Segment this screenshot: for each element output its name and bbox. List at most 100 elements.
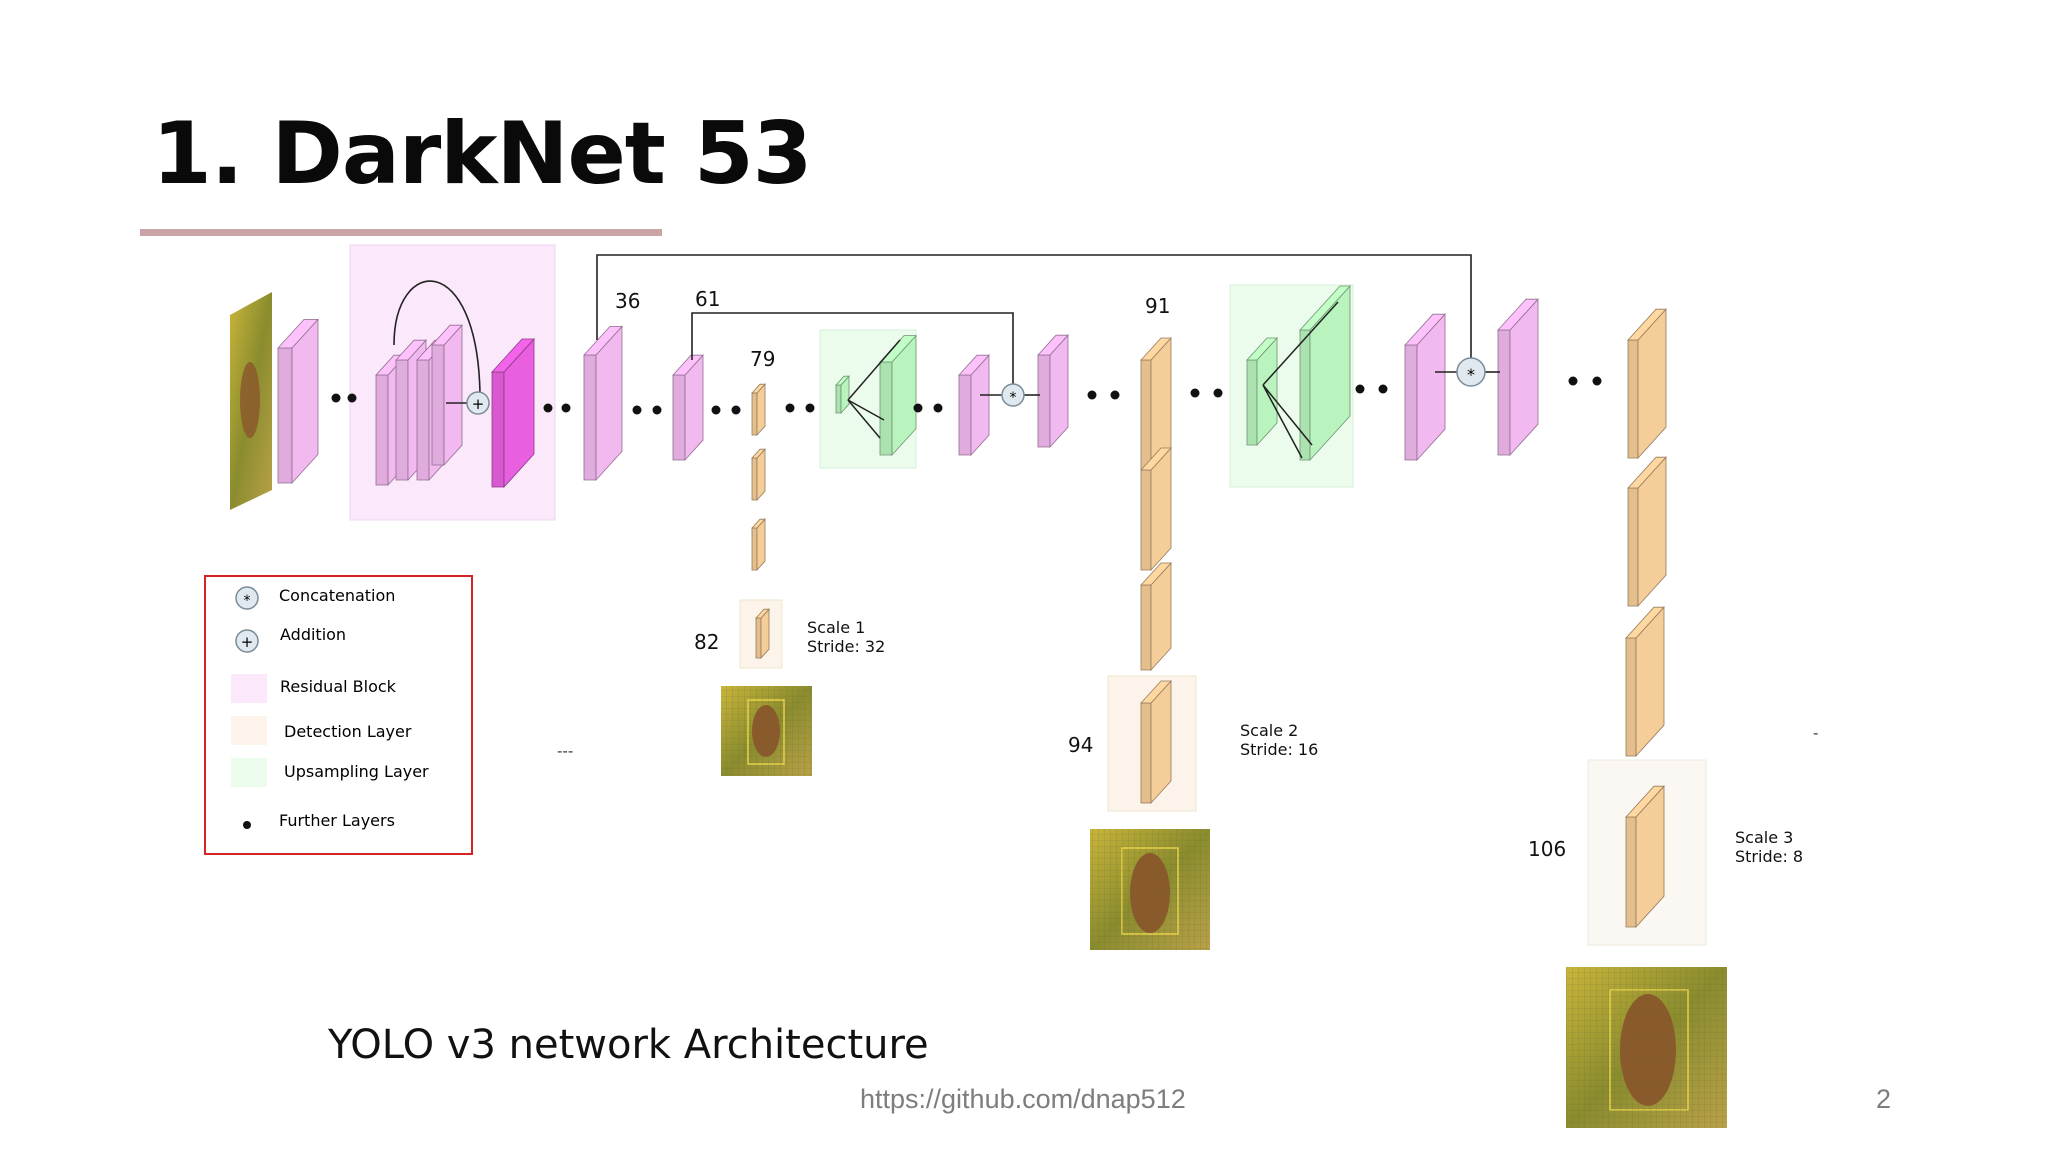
further-layers-dot-6-1 [913, 403, 923, 413]
legend-border [204, 575, 473, 855]
further-layers-dot-2-2 [561, 403, 571, 413]
output-image-scale-3 [1566, 967, 1727, 1128]
legend-dot-label: Further Layers [279, 811, 395, 830]
legend: * Concatenation + Addition Residual Bloc… [204, 575, 473, 855]
concat-node-1-symbol: * [1010, 390, 1017, 406]
detection-layer-79b [751, 448, 766, 502]
addition-node [466, 391, 490, 415]
upsample-fan-1a [847, 339, 901, 401]
upsample-layer-2b [1299, 284, 1351, 462]
detection-layer-106a [1627, 308, 1667, 460]
further-layers-dot-9-2 [1378, 384, 1388, 394]
further-layers-dot-2-1 [543, 403, 553, 413]
scale-1-label: Scale 1 [807, 618, 865, 637]
residual-block-output [491, 337, 535, 489]
title-underline [140, 229, 662, 236]
residual-arc [393, 280, 481, 396]
detection-layer-94 [1140, 679, 1172, 805]
upsample-fan-2c [1262, 384, 1313, 446]
layer-number-61: 61 [695, 287, 720, 311]
legend-dot-icon [243, 821, 251, 829]
output-image-scale-1 [721, 686, 812, 776]
upsample-fan-1b [847, 399, 881, 439]
legend-detection-swatch [231, 716, 267, 745]
layer-number-91: 91 [1145, 294, 1170, 318]
output-image-scale-2 [1090, 829, 1210, 950]
detection-layer-91a [1140, 336, 1172, 472]
upsample-fan-2b [1262, 384, 1303, 459]
scale-2-stride: Stride: 16 [1240, 740, 1318, 759]
further-layers-dot-10-2 [1592, 376, 1602, 386]
legend-residual-swatch [231, 674, 267, 703]
concat-node-2 [1456, 357, 1486, 387]
detection-layer-79a [751, 383, 766, 437]
further-layers-dot-5-1 [785, 403, 795, 413]
slide-title: 1. DarkNet 53 [152, 104, 813, 204]
further-layers-dot-3-1 [632, 405, 642, 415]
further-layers-dot-9-1 [1355, 384, 1365, 394]
legend-addition-icon [235, 629, 259, 653]
legend-detection-label: Detection Layer [284, 722, 412, 741]
detection-layer-106c [1625, 606, 1665, 758]
further-layers-dot-1-2 [347, 393, 357, 403]
upsample-layer-1a [835, 375, 850, 415]
residual-block-layer-d [431, 324, 463, 467]
further-layers-dot-7-1 [1087, 390, 1097, 400]
residual-layer-61 [672, 354, 704, 462]
scale-3-label: Scale 3 [1735, 828, 1793, 847]
further-layers-dot-4-1 [711, 405, 721, 415]
further-layers-dot-7-2 [1110, 390, 1120, 400]
concat-node-1 [1001, 383, 1025, 407]
skip-connection-61 [691, 312, 1014, 385]
legend-upsampling-swatch [231, 758, 267, 787]
residual-layer-concat-1 [1037, 334, 1069, 449]
residual-layer-1 [277, 318, 319, 485]
residual-layer-36 [583, 325, 623, 482]
further-layers-dot-10-1 [1568, 376, 1578, 386]
legend-residual-label: Residual Block [280, 677, 397, 696]
legend-concat-icon [235, 586, 259, 610]
further-layers-dot-8-2 [1213, 388, 1223, 398]
detection-layer-106b [1627, 456, 1667, 608]
layer-number-79: 79 [750, 347, 775, 371]
legend-addition-symbol: + [241, 633, 254, 651]
further-layers-dot-8-1 [1190, 388, 1200, 398]
footer-source-link[interactable]: https://github.com/dnap512 [860, 1084, 1186, 1114]
skip-connection-36 [596, 254, 1472, 360]
upsample-fan-1c [847, 399, 885, 421]
scale-2-label: Scale 2 [1240, 721, 1298, 740]
addition-node-symbol: + [472, 395, 485, 413]
input-dog-icon [240, 362, 260, 438]
layer-number-82: 82 [694, 630, 719, 654]
upsample-layer-1b [879, 334, 917, 457]
detection-layer-82 [755, 608, 770, 660]
detection-layer-91b [1140, 446, 1172, 572]
ellipsis-marker: --- [557, 742, 573, 760]
further-layers-dot-4-2 [731, 405, 741, 415]
scale-3-stride: Stride: 8 [1735, 847, 1803, 866]
detection-layer-91c [1140, 561, 1172, 672]
scale-1-stride: Stride: 32 [807, 637, 885, 656]
further-layers-dot-5-2 [805, 403, 815, 413]
page-number: 2 [1876, 1084, 1892, 1114]
residual-layer-after-up1 [958, 354, 990, 457]
legend-concat-label: Concatenation [279, 586, 395, 605]
further-layers-dot-3-2 [652, 405, 662, 415]
figure-caption: YOLO v3 network Architecture [328, 1022, 929, 1068]
upsample-fan-2a [1262, 301, 1339, 386]
layer-number-106: 106 [1528, 837, 1566, 861]
dash-marker: - [1813, 724, 1818, 742]
concat-node-2-symbol: * [1467, 365, 1475, 384]
legend-concat-symbol: * [244, 593, 251, 609]
detection-layer-79c [751, 518, 766, 572]
legend-upsampling-label: Upsampling Layer [284, 762, 429, 781]
detection-layer-106 [1625, 785, 1665, 929]
residual-layer-post-concat-2 [1497, 298, 1539, 457]
residual-layer-pre-concat-2 [1404, 313, 1446, 462]
further-layers-dot-6-2 [933, 403, 943, 413]
layer-number-94: 94 [1068, 733, 1093, 757]
legend-addition-label: Addition [280, 625, 346, 644]
layer-number-36: 36 [615, 289, 640, 313]
further-layers-dot-1-1 [331, 393, 341, 403]
